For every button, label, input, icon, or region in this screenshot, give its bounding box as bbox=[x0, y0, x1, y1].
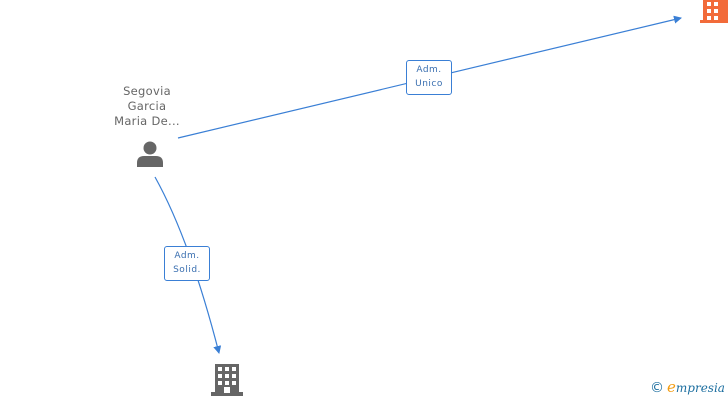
building-icon[interactable] bbox=[700, 0, 728, 23]
person-name-line: Garcia bbox=[127, 99, 167, 113]
person-name-line: Maria De... bbox=[114, 114, 180, 128]
building-icon[interactable] bbox=[211, 364, 243, 396]
person-icon[interactable] bbox=[137, 141, 163, 168]
relation-label-adm-solid[interactable]: Adm. Solid. bbox=[164, 246, 210, 281]
person-name-label[interactable]: Segovia Garcia Maria De... bbox=[96, 84, 198, 129]
relation-label-line: Adm. bbox=[416, 65, 442, 75]
person-name-line: Segovia bbox=[123, 84, 171, 98]
brand-name: mpresia bbox=[675, 381, 725, 395]
relation-label-line: Adm. bbox=[174, 251, 200, 261]
empresia-watermark: ©empresia bbox=[650, 378, 725, 396]
brand-initial: e bbox=[667, 378, 676, 396]
relation-label-adm-unico[interactable]: Adm. Unico bbox=[406, 60, 452, 95]
copyright-icon: © bbox=[650, 380, 664, 396]
relation-label-line: Solid. bbox=[173, 265, 201, 275]
relation-label-line: Unico bbox=[415, 79, 443, 89]
